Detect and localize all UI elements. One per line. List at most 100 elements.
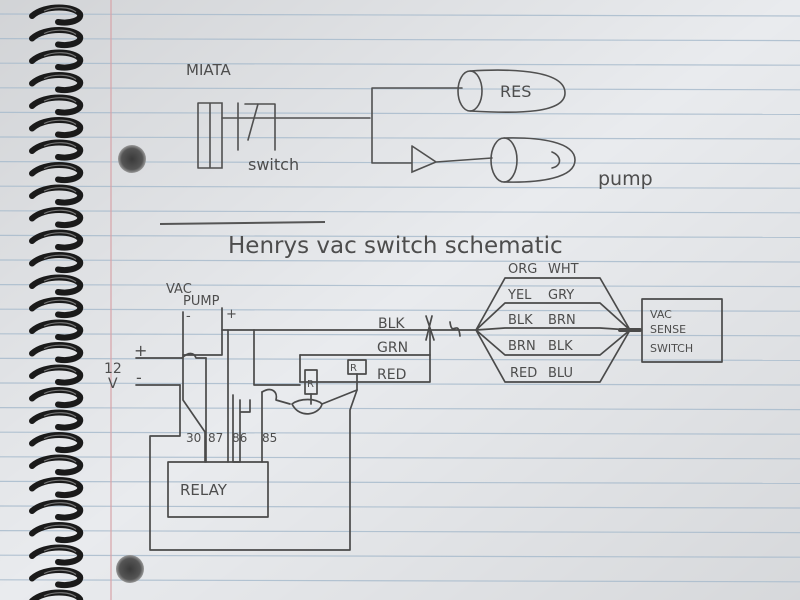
ruled-line [0, 13, 800, 17]
switch-symbol [197, 102, 276, 169]
sense-switch-line-3: SWITCH [650, 342, 693, 355]
vac-sense-switch-box [641, 298, 723, 363]
ruled-line [0, 382, 800, 386]
wire-pair-1-right: GRY [548, 288, 574, 303]
spiral-coil [29, 319, 84, 341]
indicator-bulb [291, 398, 323, 415]
spiral-coil [29, 544, 84, 566]
ruled-line [0, 357, 800, 361]
relay-pin-87: 87 [208, 431, 223, 445]
cable-connector [425, 315, 477, 341]
ruled-line [0, 38, 800, 42]
top-sketch: MIATA switch RES pump [186, 61, 653, 190]
spiral-binding [29, 4, 84, 600]
spiral-coil [29, 274, 84, 296]
spiral-coil [29, 567, 84, 588]
spiral-coil [29, 184, 84, 206]
ruled-line [0, 480, 800, 484]
ruled-line [0, 505, 800, 509]
ruled-line [0, 431, 800, 435]
spiral-coil [29, 117, 84, 138]
red-bus [299, 354, 431, 383]
spiral-coil [29, 522, 84, 543]
wire-label-blk: BLK [378, 316, 405, 332]
ruled-line [0, 62, 800, 66]
relay-label: RELAY [180, 481, 228, 499]
ruled-line [0, 529, 800, 534]
spiral-coil [29, 229, 84, 251]
wire-pair-3-right: BLK [548, 339, 573, 354]
ruled-line [0, 185, 800, 189]
sense-switch-line-1: VAC [650, 308, 672, 321]
vac-pump-box [182, 307, 223, 356]
wire-label-red: RED [377, 367, 406, 383]
pump-minus: - [186, 309, 191, 324]
spiral-coil [29, 297, 84, 318]
ruled-line [0, 308, 800, 312]
spiral-coil [29, 27, 84, 48]
svg-text:R: R [307, 379, 314, 390]
ruled-line [0, 407, 800, 411]
ruled-line [0, 210, 800, 214]
miata-label: MIATA [186, 61, 231, 79]
ruled-line [0, 333, 800, 337]
ruled-line [0, 234, 800, 238]
spiral-coil [29, 364, 84, 386]
ruled-line [0, 136, 800, 140]
pump-label: pump [598, 168, 653, 190]
spiral-coil [29, 387, 84, 408]
schematic: VAC PUMP - + 12 V + - R R RELAY [104, 277, 723, 551]
voltage-label: 12 [104, 361, 122, 377]
ruled-line [0, 284, 800, 288]
relay-box [167, 461, 269, 518]
spiral-coil [29, 4, 84, 26]
spiral-coil [29, 49, 84, 71]
pump-plus: + [226, 307, 237, 322]
power-plus: + [134, 341, 147, 360]
power-positive-wire [135, 352, 207, 359]
spiral-coil [29, 72, 84, 93]
ruled-line [0, 259, 800, 263]
sense-switch-labels: VAC SENSE SWITCH [650, 308, 693, 355]
spiral-coil [29, 207, 84, 228]
spiral-coil [29, 589, 84, 600]
res-label: RES [500, 82, 531, 101]
vac-pump-label-2: PUMP [183, 294, 220, 309]
wire-label-grn: GRN [377, 340, 408, 356]
ground-loop [149, 384, 358, 551]
svg-text:R: R [350, 363, 357, 374]
spiral-coil [29, 342, 84, 363]
wire-pair-4-left: RED [510, 366, 537, 381]
wire-pair-2-left: BLK [508, 313, 533, 328]
ruled-line [0, 111, 800, 115]
wire-pair-4-right: BLU [548, 366, 573, 381]
wire-pair-labels: ORG WHT YEL GRY BLK BRN BRN BLK RED BLU [507, 262, 579, 381]
title-block: Henrys vac switch schematic [159, 221, 563, 259]
relay-pin-30: 30 [186, 431, 201, 445]
spiral-coil [29, 499, 84, 521]
voltage-unit: V [108, 376, 118, 392]
spiral-coil [29, 409, 84, 431]
spiral-coil [29, 252, 84, 273]
sense-switch-line-2: SENSE [650, 323, 686, 336]
relay-pin-86: 86 [232, 431, 247, 445]
wire-pair-0-right: WHT [548, 262, 579, 277]
wire-pair-0-left: ORG [508, 262, 537, 277]
spiral-coil [29, 139, 84, 161]
wire-pair-1-left: YEL [507, 288, 532, 303]
switch-label: switch [248, 155, 299, 174]
spiral-coil [29, 432, 84, 453]
page-title: Henrys vac switch schematic [228, 233, 563, 259]
punched-hole-top [118, 145, 146, 173]
wire-pair-3-left: BRN [508, 339, 536, 354]
vac-pump-label-1: VAC [166, 282, 192, 297]
spiral-coil [29, 94, 84, 116]
wire-pair-2-right: BRN [548, 313, 576, 328]
punched-hole-bottom [116, 555, 144, 583]
wire-bundle-left [475, 277, 631, 383]
ruled-line [0, 456, 800, 460]
spiral-coil [29, 454, 84, 476]
spiral-coil [29, 162, 84, 183]
power-minus: - [136, 368, 142, 387]
